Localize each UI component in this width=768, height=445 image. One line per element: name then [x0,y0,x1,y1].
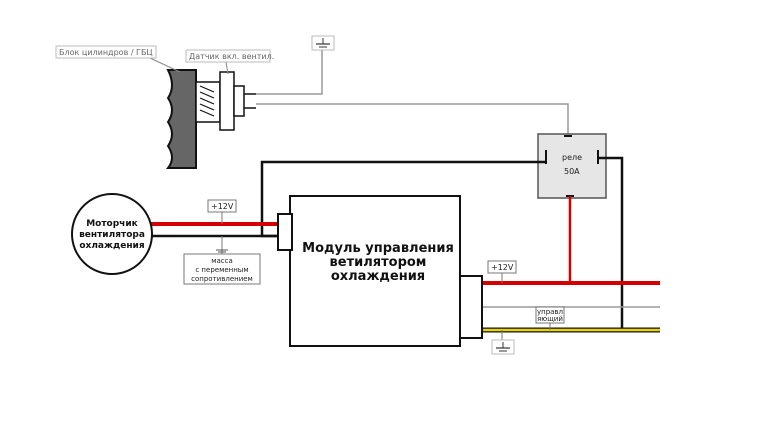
ground-icon [311,35,335,51]
module-ground-icon [491,339,515,355]
block-label: Блок цилиндров / ГБЦ [59,48,153,57]
sensor-ground-wire [256,50,323,95]
block-label-leader [149,57,181,73]
plus12-left-box: +12V [207,199,237,213]
relay-rating: 50A [564,167,580,176]
ground-note-3: сопротивлением [191,275,253,283]
cylinder-block [165,69,197,169]
block-label-box: Блок цилиндров / ГБЦ [55,45,157,59]
plus12-right-label: +12V [491,263,514,272]
sensor-relay-wire [256,103,569,134]
plus12-left-label: +12V [211,202,234,211]
motor-label-3: охлаждения [79,241,145,251]
module-label-2: ветилятором [330,255,427,270]
relay-box: реле 50A [537,133,607,199]
ground-note-2: с переменным [195,266,248,274]
sensor-label: Датчик вкл. вентил. [189,52,274,61]
sensor-label-box: Датчик вкл. вентил. [185,49,274,63]
coil-spring-icon [199,85,215,117]
motor-label-2: вентилятора [79,230,145,240]
ground-note-box: масса с переменным сопротивлением [183,253,261,285]
control-label-2: яющий [537,315,563,323]
control-label-box: управл яющий [535,306,565,324]
control-module: Модуль управления ветилятором охлаждения [277,195,483,347]
sensor-label-leader [225,61,229,75]
ground-note-arrow-icon [216,249,228,253]
plus12-right-box: +12V [487,260,517,274]
fan-switch-sensor [195,71,256,131]
module-label-1: Модуль управления [302,241,454,256]
module-label-3: охлаждения [331,269,425,284]
control-label-1: управл [537,308,563,316]
ground-note-1: масса [211,257,233,265]
relay-to-control-wire [598,156,624,330]
relay-label: реле [562,153,582,162]
fan-motor: Моторчик вентилятора охлаждения [71,193,153,275]
motor-label-1: Моторчик [86,219,138,229]
